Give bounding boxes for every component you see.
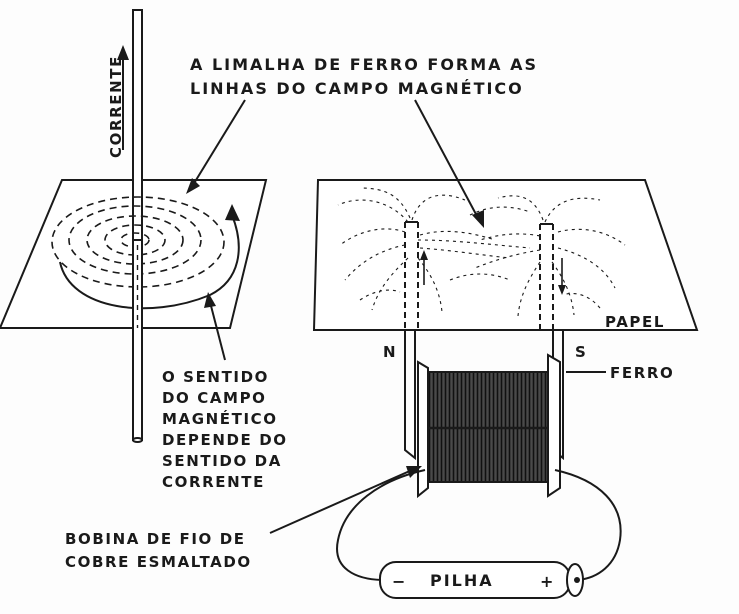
paper-label: PAPEL <box>605 313 665 331</box>
title-line-1: A LIMALHA DE FERRO FORMA AS <box>190 55 538 74</box>
field-direction-arc <box>59 204 240 310</box>
iron-filing-lines <box>337 187 626 317</box>
south-pole-top <box>539 223 566 330</box>
right-title-pointer <box>414 99 484 228</box>
current-label: CORRENTE <box>107 55 125 158</box>
battery-label: PILHA <box>430 571 494 590</box>
direction-text-4: DEPENDE DO <box>162 431 288 449</box>
direction-text-1: O SENTIDO <box>162 368 269 386</box>
south-pole-label: S <box>575 343 587 361</box>
copper-coil <box>417 353 561 499</box>
direction-pointer <box>204 292 226 361</box>
direction-text-5: SENTIDO DA <box>162 452 282 470</box>
circuit-wires <box>336 469 622 581</box>
north-pole-label: N <box>383 343 397 361</box>
direction-text-3: MAGNÉTICO <box>162 409 278 428</box>
direction-text-2: DO CAMPO <box>162 389 267 407</box>
battery <box>379 561 584 599</box>
coil-label-2: COBRE ESMALTADO <box>65 553 252 571</box>
straight-wire-lower <box>132 239 143 443</box>
battery-plus-sign: + <box>540 572 555 591</box>
iron-label: FERRO <box>610 364 674 382</box>
left-title-pointer <box>186 99 246 194</box>
coil-pointer <box>269 466 422 534</box>
battery-minus-sign: − <box>392 572 407 591</box>
direction-text-6: CORRENTE <box>162 473 265 491</box>
title-line-2: LINHAS DO CAMPO MAGNÉTICO <box>190 79 524 98</box>
right-paper-sheet <box>312 179 699 331</box>
north-pole-top <box>404 221 428 330</box>
current-arrow <box>117 45 129 150</box>
coil-label-1: BOBINA DE FIO DE <box>65 530 246 548</box>
